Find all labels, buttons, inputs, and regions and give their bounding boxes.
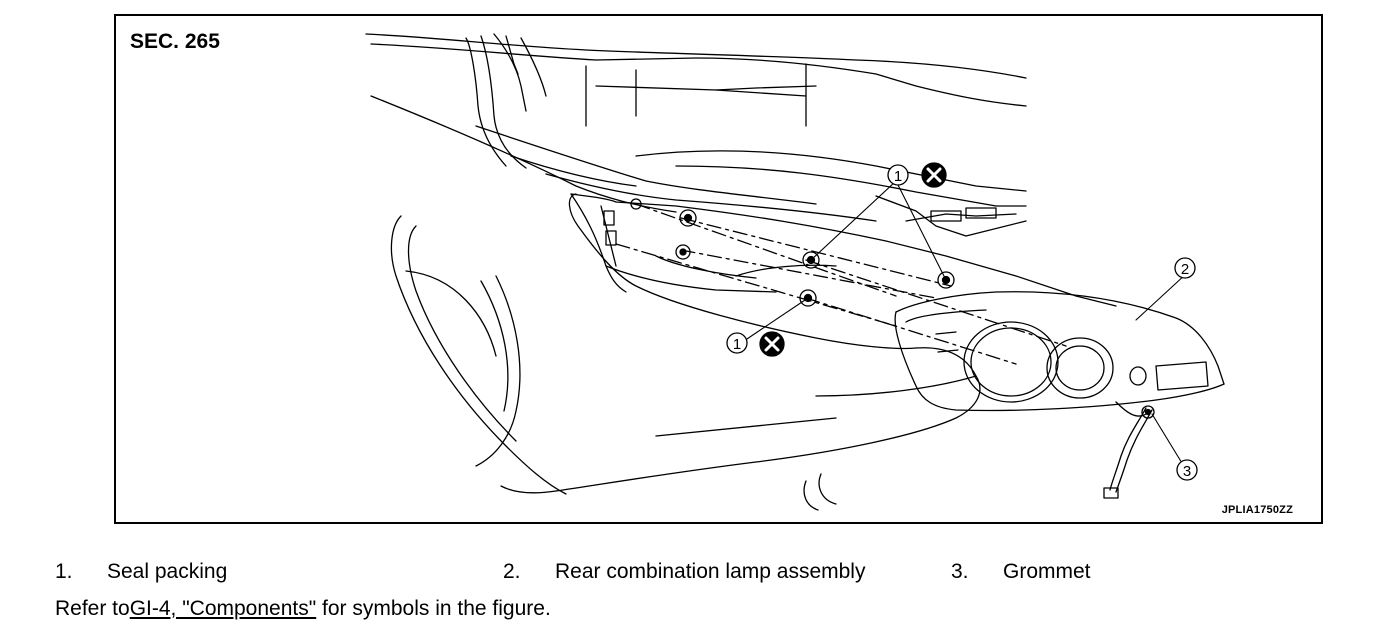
legend-number: 2.	[503, 560, 521, 583]
section-label: SEC. 265	[130, 30, 220, 53]
wheel-and-tire	[390, 215, 567, 495]
installation-lines	[615, 203, 1067, 365]
rear-combination-lamp	[894, 291, 1225, 417]
svg-text:1: 1	[733, 336, 741, 353]
reference-note: Refer toGI-4, "Components" for symbols i…	[55, 597, 551, 621]
replace-mark-icon	[759, 331, 785, 357]
grommet-harness	[1103, 405, 1155, 499]
trunk-lid	[365, 33, 1027, 169]
figure-code: JPLIA1750ZZ	[1221, 504, 1293, 516]
components-link[interactable]: GI-4, "Components"	[129, 597, 317, 620]
legend-label: Seal packing	[107, 560, 228, 583]
legend-number: 1.	[55, 560, 73, 583]
callout-2: 2	[1174, 257, 1196, 279]
legend-number: 3.	[951, 560, 969, 583]
svg-text:2: 2	[1181, 261, 1189, 278]
diagram-figure: 1 1 2 3 SEC. 265 JPLIA1750ZZ	[114, 14, 1323, 524]
callout-3: 3	[1176, 459, 1198, 481]
note-suffix: for symbols in the figure.	[316, 597, 551, 620]
svg-text:1: 1	[894, 168, 902, 185]
legend-label: Rear combination lamp assembly	[555, 560, 866, 583]
rear-lamp-illustration: 1 1 2 3	[365, 33, 1225, 511]
svg-text:3: 3	[1183, 463, 1191, 480]
note-prefix: Refer to	[55, 597, 130, 620]
replace-mark-icon	[921, 162, 947, 188]
leader-lines	[740, 180, 1187, 469]
callout-1-lower: 1	[726, 331, 785, 357]
seal-packing-rings	[675, 209, 955, 307]
callout-1-upper: 1	[887, 162, 947, 188]
legend-label: Grommet	[1003, 560, 1091, 583]
lamp-opening	[570, 193, 1117, 307]
